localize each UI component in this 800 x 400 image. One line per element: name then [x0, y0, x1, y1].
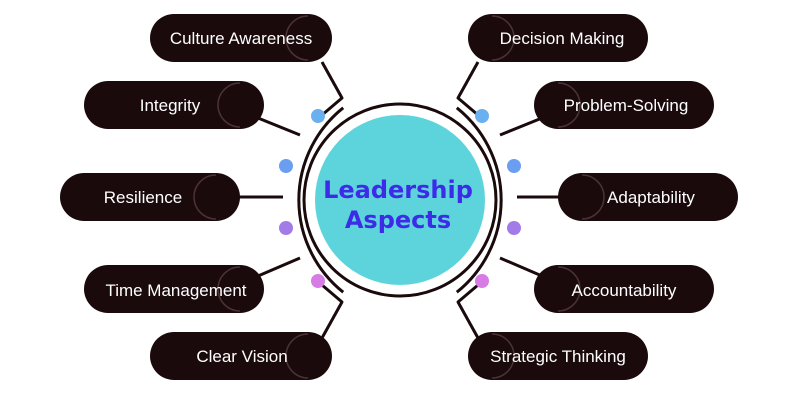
connectors-right [456, 61, 560, 339]
connector-problem-solving [499, 116, 543, 137]
aspect-pill-clear-vision: Clear Vision [150, 332, 332, 380]
aspect-label: Integrity [140, 96, 201, 115]
connector-accountability [499, 256, 543, 278]
aspect-label: Clear Vision [196, 347, 287, 366]
dot-left-1 [311, 109, 325, 123]
dot-left-2 [279, 159, 293, 173]
aspect-pill-integrity: Integrity [84, 81, 264, 129]
aspect-pill-strategic-thinking: Strategic Thinking [468, 332, 648, 380]
dot-right-4 [475, 274, 489, 288]
pill-shape [558, 173, 738, 221]
aspect-label: Resilience [104, 188, 182, 207]
pill-shape [150, 14, 332, 62]
pill-inner-arc [193, 174, 217, 220]
pill-inner-arc [581, 174, 605, 220]
dot-left-4 [311, 274, 325, 288]
aspect-label: Problem-Solving [564, 96, 689, 115]
dot-right-2 [507, 159, 521, 173]
connector-time-management [257, 256, 301, 278]
pill-shape [534, 265, 714, 313]
connector-integrity [257, 116, 301, 137]
pill-shape [84, 81, 264, 129]
dot-left-3 [279, 221, 293, 235]
dot-right-3 [507, 221, 521, 235]
outer-ring-left-arc [297, 106, 345, 294]
pill-inner-arc [285, 333, 309, 379]
connector-clear-vision [320, 283, 344, 339]
connector-culture-awareness [320, 61, 344, 117]
aspect-pill-decision-making: Decision Making [468, 14, 648, 62]
connector-decision-making [456, 61, 480, 117]
pill-shape [60, 173, 240, 221]
pill-inner-arc [217, 82, 241, 128]
pill-shape [84, 265, 264, 313]
pill-inner-arc [491, 333, 515, 379]
pill-inner-arc [491, 15, 515, 61]
aspect-label: Time Management [105, 281, 246, 300]
aspect-label: Accountability [572, 281, 677, 300]
pill-inner-arc [285, 15, 309, 61]
ring-dots [279, 109, 521, 288]
aspect-pill-resilience: Resilience [60, 173, 240, 221]
pill-shape [468, 332, 648, 380]
pill-inner-arc [557, 266, 581, 312]
pill-shape [534, 81, 714, 129]
aspect-label: Culture Awareness [170, 29, 312, 48]
aspect-pill-time-management: Time Management [84, 265, 264, 313]
pill-shape [468, 14, 648, 62]
center-title-line-1: Leadership [323, 176, 473, 204]
aspect-label: Decision Making [500, 29, 625, 48]
aspect-label: Strategic Thinking [490, 347, 626, 366]
aspect-pill-adaptability: Adaptability [558, 173, 738, 221]
connector-strategic-thinking [456, 283, 480, 339]
pill-inner-arc [217, 266, 241, 312]
aspect-label: Adaptability [607, 188, 695, 207]
dot-right-1 [475, 109, 489, 123]
aspect-pill-accountability: Accountability [534, 265, 714, 313]
center-title-line-2: Aspects [345, 206, 451, 234]
aspect-pill-culture-awareness: Culture Awareness [150, 14, 332, 62]
outer-ring-right-arc [455, 106, 503, 294]
center-circle [315, 115, 485, 285]
aspect-pill-problem-solving: Problem-Solving [534, 81, 714, 129]
connectors-left [238, 61, 344, 339]
pill-inner-arc [557, 82, 581, 128]
pill-shape [150, 332, 332, 380]
